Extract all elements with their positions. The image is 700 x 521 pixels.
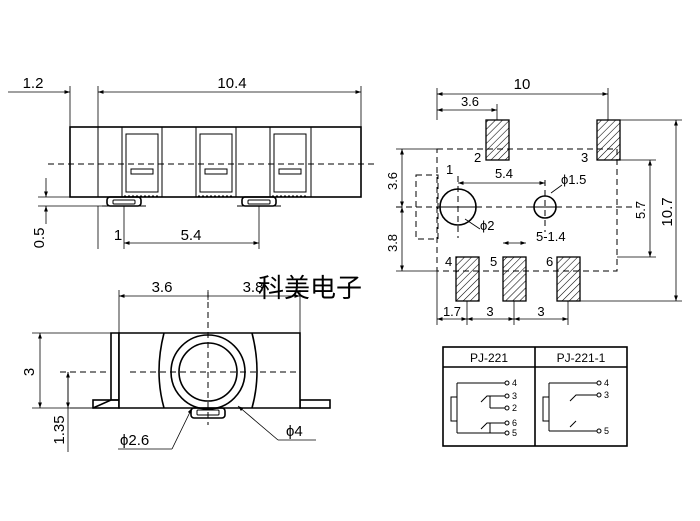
dim-total-width-label: 10 [514, 76, 531, 93]
pin-4-label: 4 [445, 254, 452, 269]
schematic-left-pin-2: 2 [512, 403, 517, 413]
dim-width-label: 10.4 [217, 75, 246, 92]
dim-bottom-b-label: 3 [486, 304, 493, 319]
schematic-left-pin-5: 5 [512, 428, 517, 438]
schematic-right-pin-5: 5 [604, 426, 609, 436]
dim-height-label: 3 [21, 368, 38, 376]
schematic-header-left: PJ-221 [470, 351, 508, 365]
dim-hole-small-label: ϕ1.5 [561, 172, 586, 187]
schematic-header-right: PJ-221-1 [557, 351, 606, 365]
pin-6-label: 6 [546, 254, 553, 269]
dim-slot-label: 5-1.4 [536, 229, 566, 244]
dim-hole-large-label: ϕ2 [480, 218, 495, 233]
dim-side-left-label: 3.6 [152, 279, 173, 296]
schematic-table: PJ-221 PJ-221-1 4 3 2 6 5 4 3 [442, 346, 628, 447]
dim-left-label: 1.2 [23, 75, 44, 92]
dim-upper-label: 3.6 [385, 172, 400, 190]
dim-bottom-label: 1.35 [51, 415, 68, 444]
dim-bottom-c-label: 3 [537, 304, 544, 319]
dim-lower-label: 3.8 [385, 234, 400, 252]
dim-top-left-label: 3.6 [461, 94, 479, 109]
schematic-right-pin-4: 4 [604, 378, 609, 388]
schematic-left-pin-4: 4 [512, 378, 517, 388]
dim-pitch-label: 5.4 [181, 227, 202, 244]
front-view: 10.4 1.2 0.5 1 5.4 [8, 75, 376, 249]
watermark: 科美电子 [258, 273, 362, 303]
schematic-left-pin-6: 6 [512, 418, 517, 428]
side-view: 3.6 3.8 3 1.35 ϕ2.6 ϕ4 [21, 279, 331, 452]
dim-side-right-label: 3.8 [243, 279, 264, 296]
dim-height-right-label: 5.7 [633, 201, 648, 219]
dim-bottom-a-label: 1.7 [443, 304, 461, 319]
schematic-left-pin-3: 3 [512, 391, 517, 401]
pin-5-label: 5 [490, 254, 497, 269]
dia-large-label: ϕ4 [286, 423, 303, 440]
dim-hole-spacing-label: 5.4 [495, 166, 513, 181]
dim-pin-label: 1 [114, 227, 122, 244]
pin-2-label: 2 [474, 150, 481, 165]
pin-3-label: 3 [581, 150, 588, 165]
dim-offset-label: 0.5 [31, 228, 48, 249]
dia-small-label: ϕ2.6 [120, 432, 149, 449]
pin-1-label: 1 [446, 162, 453, 177]
dim-height-total-label: 10.7 [659, 197, 676, 226]
schematic-right-pin-3: 3 [604, 390, 609, 400]
footprint-view: 1 2 3 4 5 6 10 3.6 3.6 3.8 10.7 5.7 5.4 [385, 76, 682, 325]
